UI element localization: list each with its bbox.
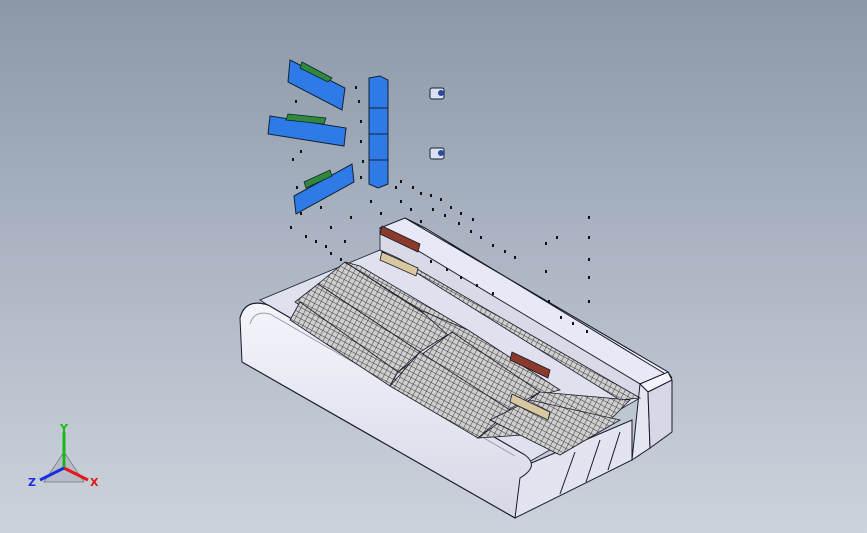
triad-x-axis [63, 466, 89, 482]
exploded-brackets[interactable] [267, 59, 389, 215]
orientation-triad[interactable]: Y X Z [28, 422, 99, 489]
fastener-marker [545, 242, 547, 245]
fastener-marker [296, 186, 298, 189]
fastener-marker [492, 292, 494, 295]
fastener-marker [358, 100, 360, 103]
fastener-marker [472, 218, 474, 221]
fastener-marker [514, 256, 516, 259]
green-clip [303, 169, 333, 189]
fastener-marker [360, 176, 362, 179]
blue-bracket-plate[interactable] [293, 163, 355, 215]
fastener-marker [588, 276, 590, 279]
triad-y-label: Y [59, 422, 69, 435]
triad-z-label: Z [28, 476, 36, 489]
rail-top-edge [239, 302, 526, 456]
fastener-marker [588, 300, 590, 303]
green-clip [299, 61, 333, 83]
light-fitting-lens [438, 150, 444, 156]
mesh-filter-panel[interactable] [379, 249, 642, 401]
fastener-marker [560, 316, 562, 319]
fastener-marker [556, 236, 558, 239]
filter-handle[interactable] [509, 351, 551, 379]
fastener-marker [360, 120, 362, 123]
fastener-marker [395, 186, 397, 189]
fastener-marker [588, 216, 590, 219]
fastener-marker [370, 200, 372, 203]
fasteners [290, 86, 590, 333]
filter-tab [509, 393, 551, 421]
hood-right-end-side [647, 379, 673, 449]
fastener-marker [330, 252, 332, 255]
front-face-slot [585, 439, 601, 483]
fastener-marker [480, 236, 482, 239]
fastener-marker [412, 186, 414, 189]
fastener-marker [432, 208, 434, 211]
fastener-marker [504, 250, 506, 253]
fastener-marker [588, 236, 590, 239]
fastener-marker [470, 230, 472, 233]
fastener-marker [430, 194, 432, 197]
fastener-marker [340, 258, 342, 261]
front-face-slot [607, 431, 621, 471]
fastener-marker [446, 268, 448, 271]
fastener-marker [360, 140, 362, 143]
fastener-marker [450, 206, 452, 209]
fastener-marker [430, 260, 432, 263]
fastener-marker [320, 206, 322, 209]
fastener-marker [330, 226, 332, 229]
fastener-marker [460, 212, 462, 215]
fastener-marker [325, 245, 327, 248]
fastener-marker [362, 160, 364, 163]
rail-inner-curve [249, 312, 516, 457]
fastener-marker [410, 208, 412, 211]
light-fitting-lens [438, 90, 444, 96]
rail-bottom-edge [241, 361, 516, 519]
fastener-marker [355, 86, 357, 89]
fastener-marker [350, 216, 352, 219]
fastener-marker [300, 212, 302, 215]
fastener-marker [586, 330, 588, 333]
fastener-marker [380, 212, 382, 215]
fastener-marker [572, 322, 574, 325]
blue-vertical-rail[interactable] [368, 75, 389, 189]
fastener-marker [292, 158, 294, 161]
fastener-marker [460, 276, 462, 279]
hood-top-shelf [404, 217, 673, 379]
fastener-marker [492, 244, 494, 247]
triad-z-axis [39, 466, 65, 482]
fastener-marker [476, 284, 478, 287]
fastener-marker [444, 214, 446, 217]
fastener-marker [295, 100, 297, 103]
mesh-filters[interactable] [289, 249, 642, 456]
green-clip [285, 113, 327, 125]
mesh-filter-panel[interactable] [489, 399, 622, 456]
fastener-marker [305, 235, 307, 238]
fastener-marker [400, 200, 402, 203]
fastener-marker [400, 180, 402, 183]
light-fittings[interactable] [429, 87, 445, 160]
fastener-marker [315, 240, 317, 243]
fastener-marker [290, 226, 292, 229]
fastener-marker [458, 222, 460, 225]
filter-handles[interactable] [379, 225, 551, 421]
fastener-marker [545, 270, 547, 273]
filter-tab [379, 251, 419, 277]
fastener-marker [420, 220, 422, 223]
fastener-marker [344, 240, 346, 243]
triad-x-label: X [90, 476, 99, 489]
fastener-marker [588, 258, 590, 261]
fastener-marker [548, 300, 550, 303]
fastener-marker [300, 150, 302, 153]
fastener-marker [440, 198, 442, 201]
filter-handle[interactable] [379, 225, 421, 253]
fastener-marker [420, 192, 422, 195]
front-face-slot [559, 451, 576, 495]
